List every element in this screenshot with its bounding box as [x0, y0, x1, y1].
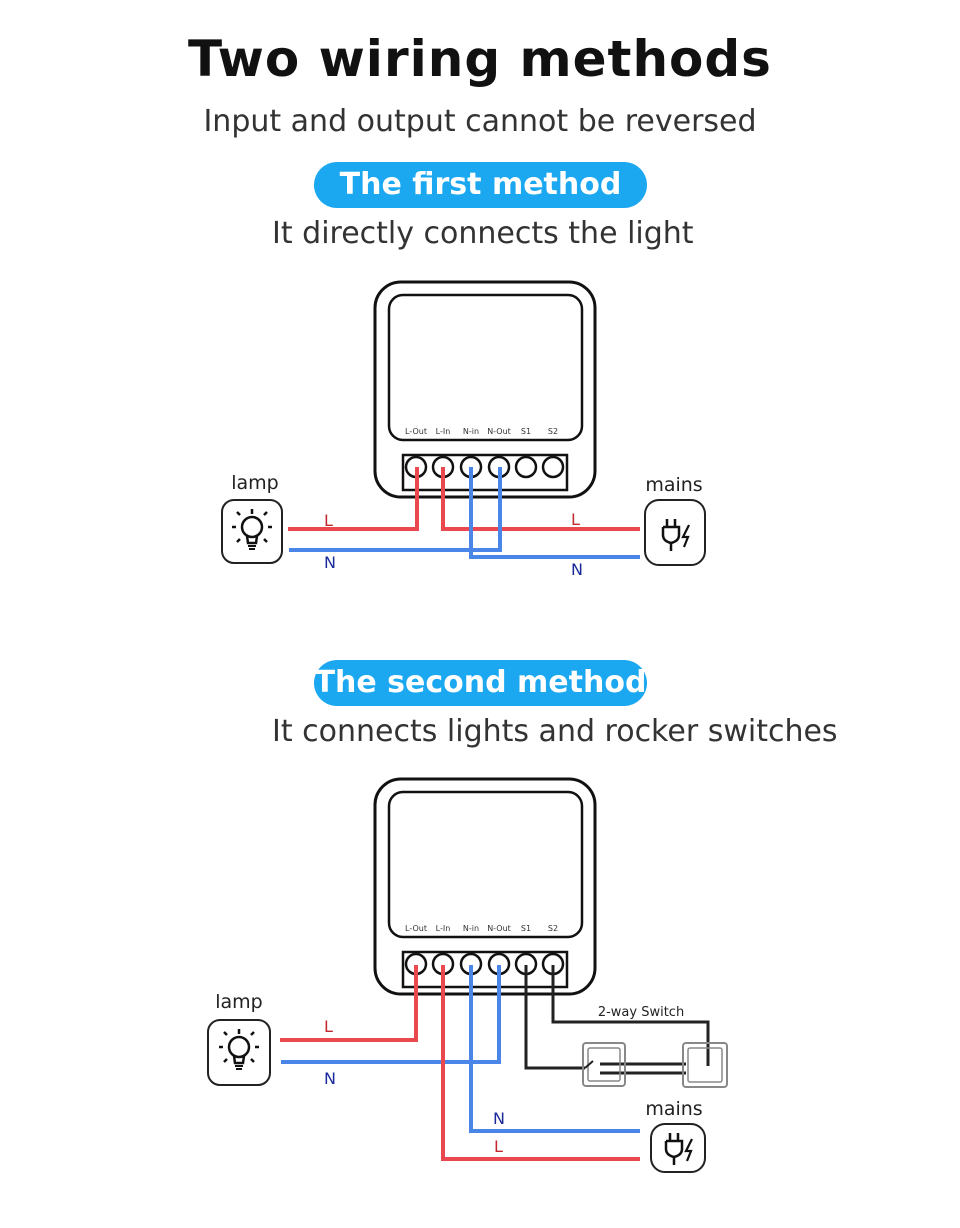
live-wire-mains — [441, 467, 640, 531]
method2-badge: The second method — [314, 660, 647, 706]
terminal-label: S2 — [548, 924, 558, 933]
method1-badge: The first method — [314, 162, 647, 208]
terminal-label: L-In — [436, 427, 451, 436]
terminal-label: L-In — [436, 924, 451, 933]
traveler-wires — [600, 1062, 686, 1075]
method2-diagram: L-Out L-In N-in N-Out S1 S2 2-way Swi — [207, 777, 728, 1173]
mains-label: mains — [645, 474, 702, 496]
page-subtitle: Input and output cannot be reversed — [203, 104, 757, 139]
terminal-label: N-Out — [487, 427, 511, 436]
switch-label: 2-way Switch — [598, 1005, 684, 1020]
terminal-label: S1 — [521, 427, 531, 436]
terminal-label: N-in — [463, 924, 479, 933]
live-wire-lamp — [288, 467, 419, 531]
lamp-label: lamp — [215, 991, 263, 1013]
wire-label-n: N — [324, 1069, 336, 1088]
wire-label-l: L — [324, 1017, 333, 1036]
rocker-switch-2 — [682, 1042, 728, 1088]
terminal-label: S2 — [548, 427, 558, 436]
live-wire-mains — [441, 965, 640, 1161]
s1-wire — [524, 965, 585, 1070]
page-title: Two wiring methods — [188, 30, 772, 88]
wire-label-l: L — [571, 510, 580, 529]
smart-switch-module — [373, 280, 597, 499]
method2-description: It connects lights and rocker switches — [272, 714, 838, 749]
method1-diagram: L-Out L-In N-in N-Out S1 S2 lamp mains L… — [221, 280, 706, 579]
lamp-label: lamp — [231, 472, 279, 494]
rocker-switch-1 — [582, 1042, 626, 1087]
terminal-label: N-in — [463, 427, 479, 436]
wire-label-n: N — [493, 1109, 505, 1128]
terminal-label: S1 — [521, 924, 531, 933]
wire-label-n: N — [571, 560, 583, 579]
method1-description: It directly connects the light — [272, 216, 694, 251]
neutral-wire-mains — [469, 467, 640, 559]
live-wire-lamp — [280, 965, 418, 1042]
terminal-label: N-Out — [487, 924, 511, 933]
wire-label-n: N — [324, 553, 336, 572]
terminal-label: L-Out — [405, 427, 427, 436]
neutral-wire-lamp — [281, 965, 501, 1064]
smart-switch-module — [373, 777, 597, 996]
wire-label-l: L — [494, 1137, 503, 1156]
neutral-wire-lamp — [289, 467, 502, 552]
mains-label: mains — [645, 1098, 702, 1120]
wire-label-l: L — [324, 511, 333, 530]
terminal-label: L-Out — [405, 924, 427, 933]
neutral-wire-mains — [469, 965, 640, 1133]
